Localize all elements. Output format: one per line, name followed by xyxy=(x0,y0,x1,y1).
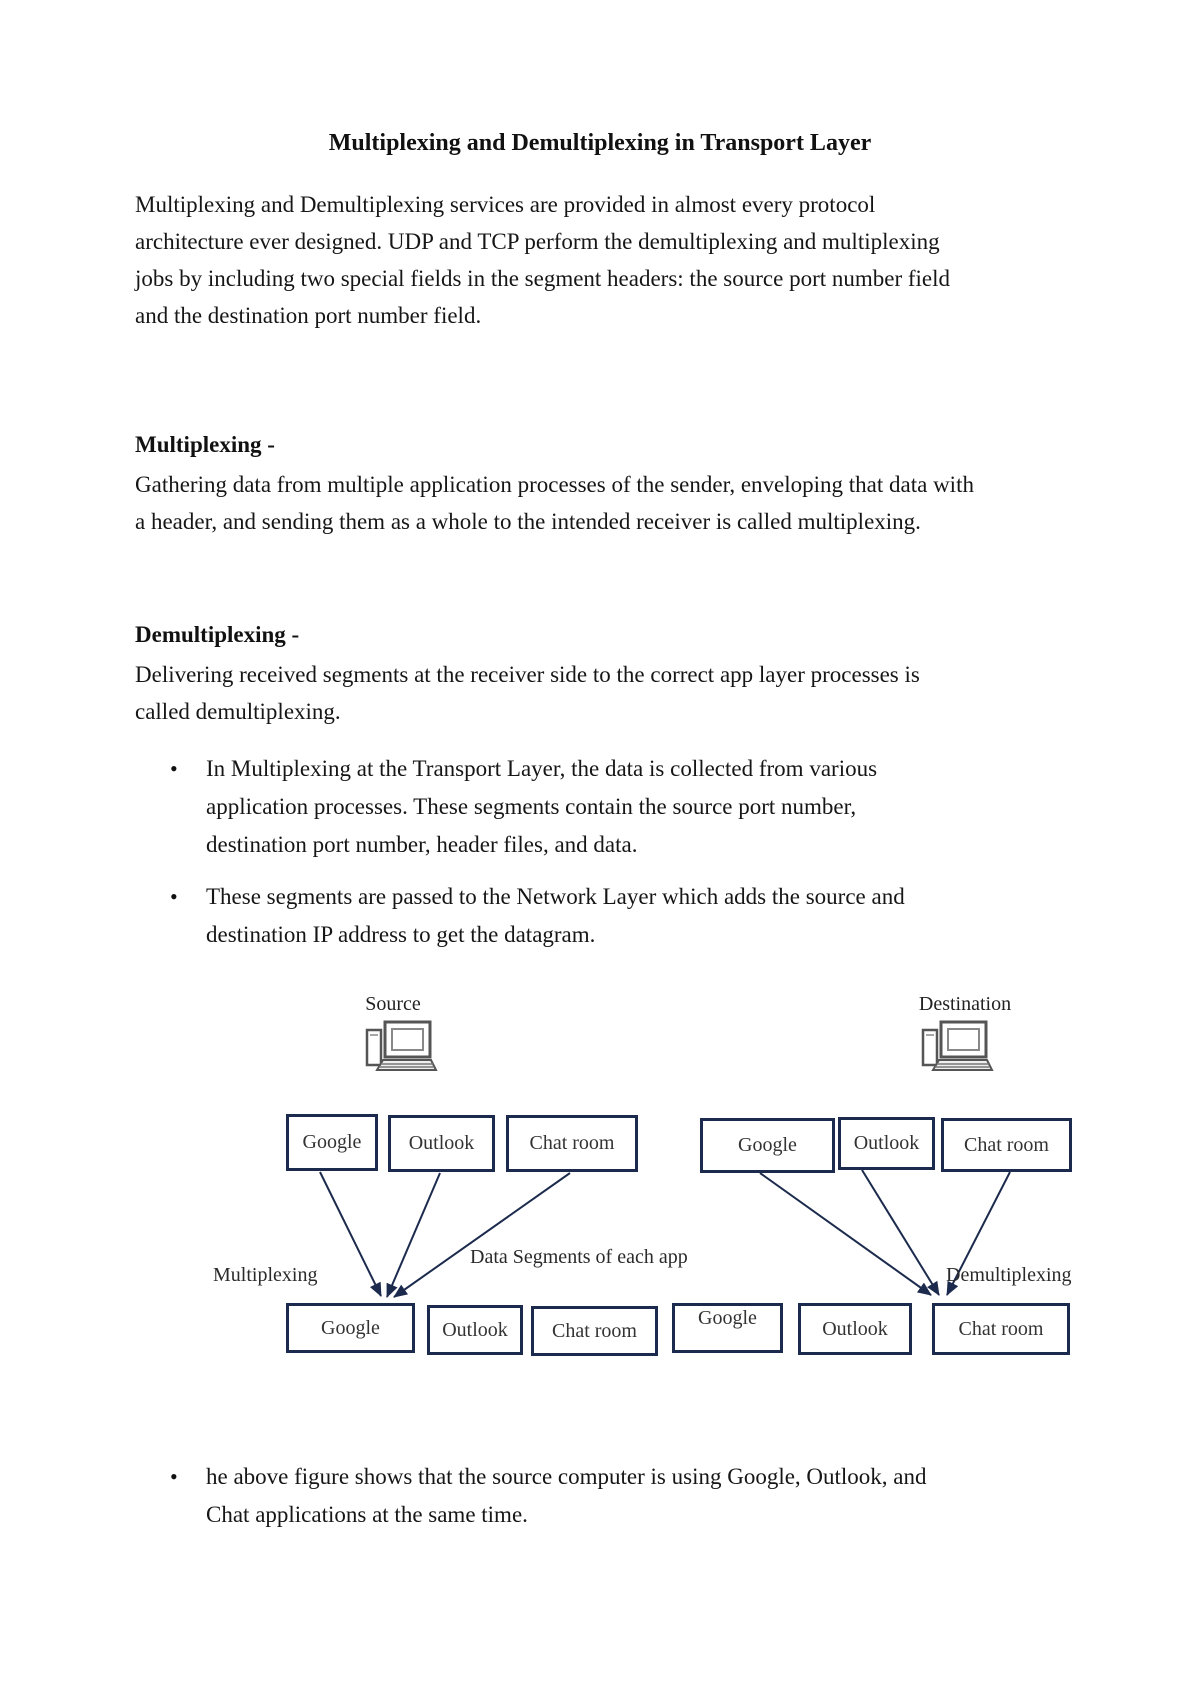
segment-box-chatroom-right: Chat room xyxy=(932,1303,1070,1355)
multiplexing-heading: Multiplexing - xyxy=(135,432,275,457)
source-app-box-google: Google xyxy=(286,1114,378,1171)
segment-box-google-right: Google xyxy=(672,1303,783,1353)
demultiplexing-label: Demultiplexing xyxy=(946,1264,1072,1286)
destination-app-box-outlook: Outlook xyxy=(838,1117,935,1170)
segment-box-outlook-right: Outlook xyxy=(798,1303,912,1355)
bullet-marker: • xyxy=(170,884,178,909)
bullet-marker: • xyxy=(170,756,178,781)
bullet-text: These segments are passed to the Network… xyxy=(206,884,905,947)
segment-box-outlook-left: Outlook xyxy=(427,1305,523,1355)
source-app-box-outlook: Outlook xyxy=(388,1115,495,1172)
section-demultiplexing: Demultiplexing - Delivering received seg… xyxy=(135,622,980,730)
destination-computer-icon xyxy=(921,1020,994,1071)
demultiplexing-body: Delivering received segments at the rece… xyxy=(135,662,920,724)
page-title: Multiplexing and Demultiplexing in Trans… xyxy=(328,130,872,156)
destination-app-box-google: Google xyxy=(700,1118,835,1173)
multiplexing-body: Gathering data from multiple application… xyxy=(135,472,974,534)
segment-flow-lines xyxy=(319,1169,1011,1298)
bullet-text: In Multiplexing at the Transport Layer, … xyxy=(206,756,878,857)
destination-label: Destination xyxy=(918,993,1012,1015)
demultiplexing-heading: Demultiplexing - xyxy=(135,622,300,647)
bullet-item: • he above figure shows that the source … xyxy=(170,1458,960,1534)
source-app-box-chatroom: Chat room xyxy=(506,1115,638,1172)
closing-bullet-text: he above figure shows that the source co… xyxy=(206,1464,927,1527)
section-multiplexing: Multiplexing - Gathering data from multi… xyxy=(135,432,980,540)
bullet-item: • These segments are passed to the Netwo… xyxy=(170,878,960,954)
source-label: Source xyxy=(365,993,421,1015)
data-segments-caption: Data Segments of each app xyxy=(470,1246,688,1268)
multiplexing-label: Multiplexing xyxy=(213,1264,318,1286)
intro-paragraph: Multiplexing and Demultiplexing services… xyxy=(135,192,951,328)
bullet-item: • In Multiplexing at the Transport Layer… xyxy=(170,750,960,864)
destination-app-box-chatroom: Chat room xyxy=(941,1118,1072,1172)
segment-box-chatroom-left: Chat room xyxy=(531,1306,658,1356)
segment-box-google-left: Google xyxy=(286,1303,415,1353)
bullet-marker: • xyxy=(170,1464,178,1489)
source-computer-icon xyxy=(365,1020,438,1071)
